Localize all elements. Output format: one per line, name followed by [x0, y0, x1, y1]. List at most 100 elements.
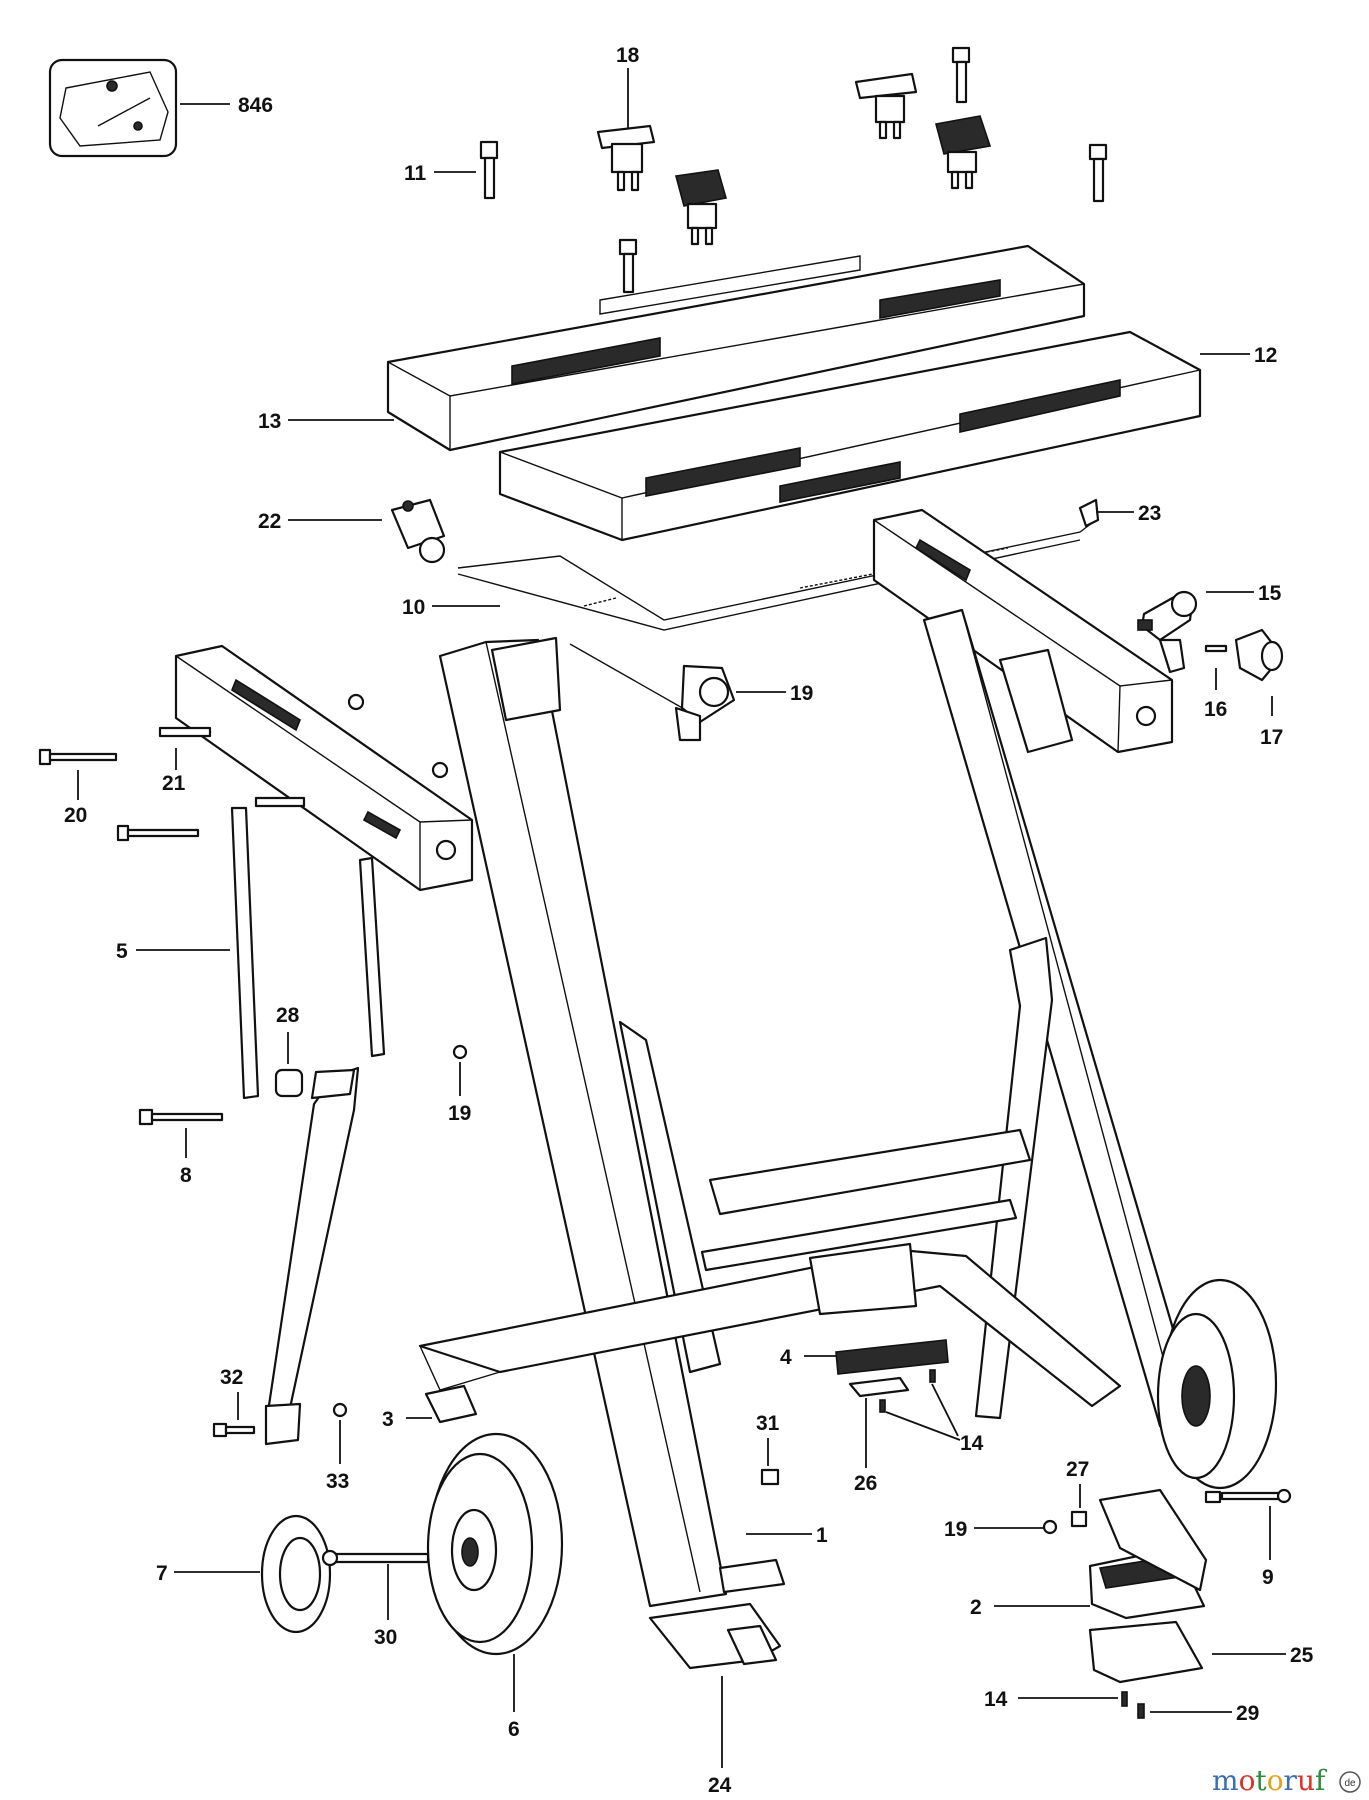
bolt-upper-right-a — [951, 46, 971, 104]
callout-7: 7 — [156, 1562, 168, 1585]
bolt-20 — [38, 748, 118, 766]
bolt-left-middle — [116, 824, 200, 842]
foot-pad-24 — [648, 1602, 782, 1670]
hub-cap-7 — [260, 1514, 332, 1634]
callout-15: 15 — [1258, 582, 1282, 605]
left-brace-arm — [264, 1066, 360, 1446]
pin-left-middle — [254, 796, 306, 808]
foot-pad-left-upper — [718, 1558, 786, 1594]
nut-33 — [332, 1402, 348, 1418]
right-crossbeam — [872, 508, 1174, 754]
pin-21 — [158, 726, 212, 738]
wheel-6 — [426, 1432, 564, 1656]
clip-26 — [848, 1376, 910, 1398]
callout-27: 27 — [1066, 1458, 1089, 1481]
bushing-28 — [274, 1068, 304, 1098]
bolt-11 — [479, 140, 499, 200]
watermark-badge-text: de — [1344, 1778, 1356, 1789]
callout-24: 24 — [708, 1774, 732, 1797]
watermark-letter-u: u — [1297, 1764, 1315, 1797]
callout-19-lower: 19 — [944, 1518, 967, 1541]
callout-16: 16 — [1204, 698, 1227, 721]
watermark-letter-t: t — [1255, 1764, 1267, 1797]
callout-33: 33 — [326, 1470, 349, 1493]
watermark-letter-o1: o — [1239, 1764, 1256, 1797]
pin-16 — [1204, 644, 1228, 653]
hardware-bag-part — [48, 58, 178, 158]
clamp-jaw-upper-right — [935, 115, 992, 190]
bolt-upper-center — [618, 238, 638, 294]
svg-text:motoruf: motoruf — [1212, 1764, 1328, 1797]
frame-crossbar — [700, 1128, 1032, 1272]
leader-lines — [77, 68, 1286, 1768]
motoruf-watermark-logo: motoruf de — [1212, 1764, 1361, 1797]
bolt-upper-right-b — [1088, 143, 1108, 203]
callout-2: 2 — [970, 1596, 982, 1619]
main-frame-left-leg — [438, 636, 728, 1608]
bolt-32 — [212, 1422, 256, 1438]
base-frame — [418, 1242, 1122, 1408]
callout-23: 23 — [1138, 502, 1161, 525]
callout-9: 9 — [1262, 1566, 1274, 1589]
callout-19-top: 19 — [790, 682, 813, 705]
callout-6: 6 — [508, 1718, 520, 1741]
callout-32: 32 — [220, 1366, 243, 1389]
callout-26: 26 — [854, 1472, 877, 1495]
bushing-27 — [1070, 1510, 1088, 1528]
callout-20: 20 — [64, 804, 87, 827]
callout-21: 21 — [162, 772, 186, 795]
watermark-badge — [1339, 1771, 1361, 1793]
link-arm-5 — [230, 806, 386, 1100]
screw-29 — [1137, 1703, 1145, 1719]
callout-25: 25 — [1290, 1644, 1314, 1667]
clamp-peg-upper-right — [854, 72, 918, 140]
clamp-peg-18 — [596, 124, 656, 192]
callout-5: 5 — [116, 940, 128, 963]
callout-labels: 846 18 11 12 13 22 23 10 15 19 16 17 20 … — [64, 44, 1314, 1797]
watermark-letter-m: m — [1212, 1764, 1239, 1797]
callout-4: 4 — [780, 1346, 792, 1369]
nut-19-center — [452, 1044, 468, 1060]
screw-14-upper — [879, 1369, 936, 1413]
left-crossbeam — [174, 644, 474, 892]
nut-left-beam-a — [347, 693, 365, 711]
spring-23 — [1078, 498, 1100, 528]
callout-28: 28 — [276, 1004, 300, 1027]
cam-handle-19 — [569, 643, 736, 742]
watermark-letter-f: f — [1315, 1764, 1328, 1797]
callout-17: 17 — [1260, 726, 1283, 749]
right-wheel — [1156, 1278, 1278, 1490]
callout-29: 29 — [1236, 1702, 1259, 1725]
callout-13: 13 — [258, 410, 281, 433]
callout-18: 18 — [616, 44, 640, 67]
rear-worktop-13 — [386, 244, 1086, 452]
callout-1: 1 — [816, 1524, 828, 1547]
callout-30: 30 — [374, 1626, 397, 1649]
bolt-8 — [138, 1108, 224, 1126]
callout-10: 10 — [402, 596, 425, 619]
front-worktop-12 — [498, 330, 1202, 542]
callout-846: 846 — [238, 94, 273, 117]
callout-3: 3 — [382, 1408, 394, 1431]
crank-15 — [1137, 590, 1198, 674]
callout-31: 31 — [756, 1412, 780, 1435]
callout-12: 12 — [1254, 344, 1277, 367]
nut-31 — [760, 1468, 780, 1486]
callout-8: 8 — [180, 1164, 192, 1187]
watermark-letter-o2: o — [1267, 1764, 1284, 1797]
callout-22: 22 — [258, 510, 281, 533]
axle-30 — [321, 1549, 430, 1567]
watermark-letter-r: r — [1284, 1764, 1298, 1797]
catch-plate-4 — [835, 1339, 949, 1375]
foot-2 — [1088, 1488, 1208, 1620]
nut-19-lower — [1042, 1519, 1058, 1535]
callout-14-lower: 14 — [984, 1688, 1008, 1711]
clamp-jaw-upper-center — [674, 169, 728, 246]
foot-bracket-3 — [424, 1384, 478, 1424]
screw-14-lower — [1121, 1691, 1128, 1707]
bolt-9 — [1204, 1488, 1292, 1504]
foot-pad-25 — [1088, 1620, 1204, 1684]
nut-left-beam-b — [431, 761, 449, 779]
callout-14-upper: 14 — [960, 1432, 984, 1455]
